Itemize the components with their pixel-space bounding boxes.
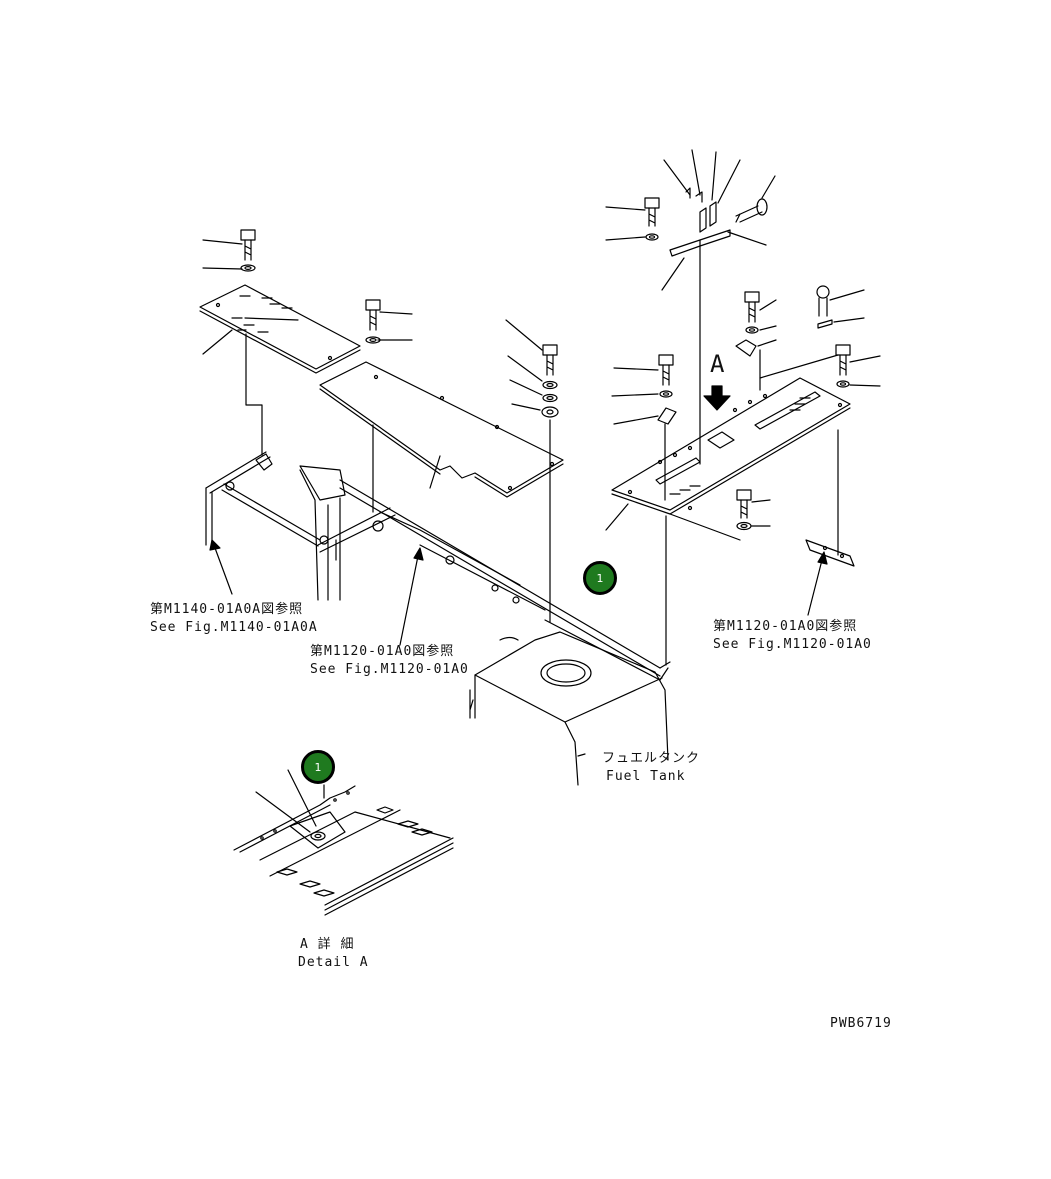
bolt-part	[644, 197, 660, 241]
fuel-tank-label-japanese: フュエルタンク	[602, 751, 701, 766]
reference-arrow	[214, 547, 233, 595]
leader-line	[377, 311, 441, 489]
leader-line	[759, 354, 839, 379]
leader-line	[663, 149, 767, 246]
reference-note-m1140-japanese: 第M1140-01A0A図参照	[150, 602, 304, 617]
reference-note-m1120-right-japanese: 第M1120-01A0図参照	[713, 619, 858, 634]
reference-note-m1120-right-english: See Fig.M1120-01A0	[713, 637, 872, 652]
bolt-part	[736, 489, 752, 531]
callout-badge-1-detail[interactable]: 1	[301, 750, 335, 784]
reference-note-m1120-center-english: See Fig.M1120-01A0	[310, 662, 469, 677]
leader-line	[751, 499, 771, 527]
view-a-label: A	[710, 350, 726, 378]
center-cover-plate	[319, 361, 564, 498]
reference-arrow	[807, 559, 823, 616]
view-a-arrow	[703, 385, 731, 411]
bolt-part	[365, 299, 381, 344]
leader-line	[757, 299, 777, 347]
assembly-line	[245, 333, 263, 456]
frame-structure	[205, 451, 671, 681]
detail-a-title-english: Detail A	[298, 955, 369, 970]
reference-arrow	[399, 555, 419, 646]
detail-a-title-japanese: A 詳 細	[300, 937, 355, 952]
bolt-part	[541, 344, 559, 418]
leader-line	[829, 289, 865, 323]
assembly-line	[664, 239, 839, 666]
bolt-part	[735, 198, 768, 223]
callout-badge-1[interactable]: 1	[583, 561, 617, 595]
right-cover-plate	[611, 377, 851, 541]
leader-line	[849, 355, 881, 387]
fuel-tank-label-english: Fuel Tank	[606, 769, 686, 784]
bracket-part	[805, 539, 855, 567]
callout-number: 1	[314, 760, 322, 774]
bolt-part	[816, 285, 833, 329]
detail-a-drawing	[233, 785, 454, 916]
reference-note-m1120-center-japanese: 第M1120-01A0図参照	[310, 644, 455, 659]
leader-line	[255, 769, 325, 833]
arrowhead	[209, 539, 221, 551]
leader-line	[761, 175, 776, 199]
leader-line	[605, 206, 685, 291]
arrowhead	[413, 547, 424, 561]
leader-line	[611, 367, 659, 425]
reference-note-m1140-english: See Fig.M1140-01A0A	[150, 620, 318, 635]
leader-line	[202, 239, 299, 355]
leader-line	[505, 319, 543, 411]
leader-line	[605, 503, 629, 531]
fuel-tank	[469, 631, 669, 786]
left-cover-plate	[199, 284, 361, 374]
callout-number: 1	[596, 571, 604, 585]
drawing-code: PWB6719	[830, 1016, 892, 1031]
arrowhead	[817, 551, 828, 565]
bolt-part	[657, 354, 677, 425]
bolt-part	[735, 291, 760, 357]
bolt-part	[240, 229, 256, 272]
bolt-part	[835, 344, 851, 388]
